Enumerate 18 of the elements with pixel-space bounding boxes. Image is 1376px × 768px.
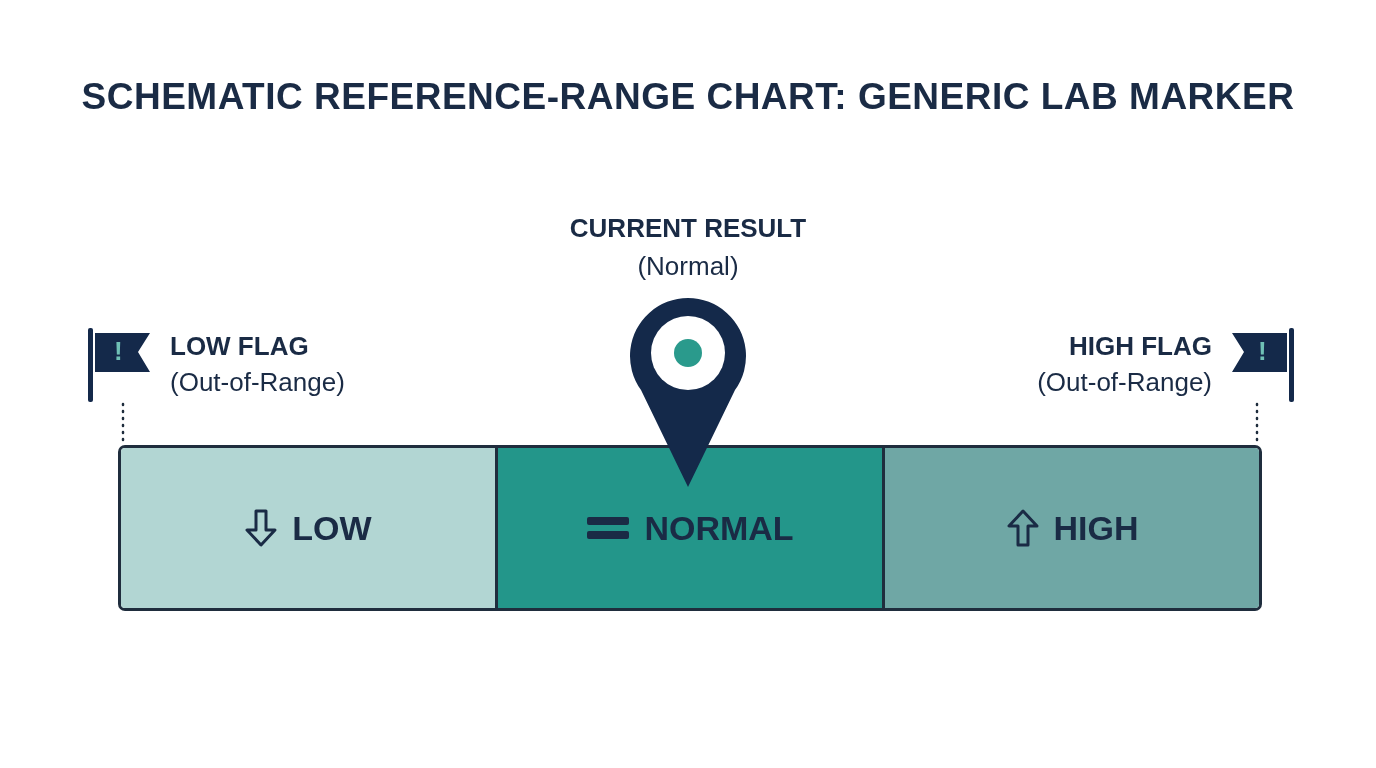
flag-note: (Out-of-Range) bbox=[170, 366, 345, 398]
exclamation-mark: ! bbox=[114, 336, 123, 367]
flag-note: (Out-of-Range) bbox=[1037, 366, 1212, 398]
range-segment bbox=[882, 448, 1259, 608]
result-note: (Normal) bbox=[636, 250, 740, 282]
range-segment bbox=[121, 448, 495, 608]
band-label: HIGH bbox=[1053, 508, 1139, 548]
flag-title: HIGH FLAG bbox=[1069, 330, 1212, 362]
result-title: CURRENT RESULT bbox=[568, 212, 808, 244]
band-label: LOW bbox=[292, 508, 372, 548]
exclamation-mark: ! bbox=[1258, 336, 1267, 367]
band-label: NORMAL bbox=[644, 508, 794, 548]
chart-title: SCHEMATIC REFERENCE-RANGE CHART: GENERIC LAB MARKER bbox=[80, 76, 1296, 118]
flag-icon bbox=[1232, 328, 1294, 402]
flag-title: LOW FLAG bbox=[170, 330, 309, 362]
location-pin bbox=[629, 295, 747, 487]
flag-icon bbox=[88, 328, 150, 402]
range-segment bbox=[495, 448, 882, 608]
